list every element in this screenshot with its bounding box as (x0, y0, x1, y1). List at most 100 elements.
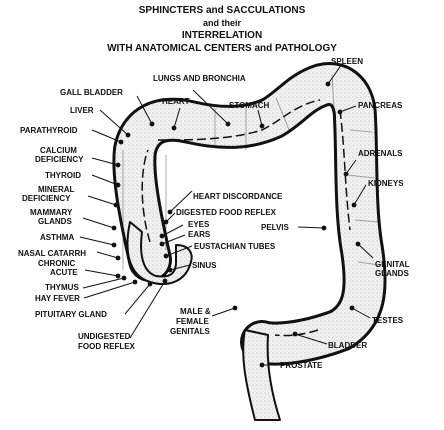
leader-asthma (79, 236, 115, 246)
label-gall-bladder: GALL BLADDER (60, 88, 123, 97)
labels: SPLEEN LUNGS AND BRONCHIA GALL BLADDER H… (18, 57, 410, 370)
label-thyroid: THYROID (45, 171, 81, 180)
dot-ears (159, 241, 165, 247)
label-male-female-3: GENITALS (170, 327, 211, 336)
colon-outline (112, 62, 387, 421)
label-calcium-1: CALCIUM (40, 146, 77, 155)
dot-eyes (159, 233, 165, 239)
label-sinus: SINUS (192, 261, 217, 270)
label-hay-fever: HAY FEVER (35, 294, 80, 303)
leader-heart (173, 107, 181, 129)
dot-heart-discordance (167, 209, 173, 215)
label-eyes: EYES (188, 220, 210, 229)
leader-mineral (87, 195, 117, 206)
label-thymus: THYMUS (45, 283, 79, 292)
dot-kidneys (351, 202, 357, 208)
dot-male-female (232, 305, 238, 311)
label-eustachian: EUSTACHIAN TUBES (194, 242, 276, 251)
label-mammary-2: GLANDS (38, 217, 72, 226)
leader-testes (351, 307, 371, 319)
label-lungs-bronchia: LUNGS AND BRONCHIA (153, 74, 246, 83)
label-adrenals: ADRENALS (358, 149, 403, 158)
label-testes: TESTES (372, 316, 404, 325)
label-liver: LIVER (70, 106, 94, 115)
leader-heart-discordance (169, 190, 193, 213)
label-parathyroid: PARATHYROID (20, 126, 78, 135)
label-asthma: ASTHMA (40, 233, 74, 242)
dot-genital-glands (355, 241, 361, 247)
leader-undigested (129, 280, 166, 339)
dot-bladder (292, 331, 298, 337)
dot-sinus (167, 267, 173, 273)
label-heart-discordance: HEART DISCORDANCE (193, 192, 283, 201)
dot-calcium (115, 162, 121, 168)
dot-stomach (259, 123, 265, 129)
label-mineral-2: DEFICIENCY (22, 194, 71, 203)
dot-prostate (259, 362, 265, 368)
leader-pelvis (297, 226, 325, 229)
label-heart: HEART (162, 97, 190, 106)
label-pituitary: PITUITARY GLAND (35, 310, 107, 319)
label-undigested-1: UNDIGESTED (78, 332, 131, 341)
label-prostate: PROSTATE (280, 361, 323, 370)
label-spleen: SPLEEN (331, 57, 363, 66)
dot-eustachian (163, 253, 169, 259)
label-bladder: BLADDER (328, 341, 367, 350)
leader-thymus (82, 277, 125, 289)
leader-hay-fever (83, 281, 136, 299)
leader-sinus (169, 264, 191, 271)
leader-liver (99, 109, 129, 136)
dot-mammary (111, 225, 117, 231)
leader-parathyroid (91, 129, 122, 143)
dot-thymus (121, 275, 127, 281)
label-mineral-1: MINERAL (38, 185, 75, 194)
dot-asthma (111, 242, 117, 248)
dot-hay-fever (132, 279, 138, 285)
dot-parathyroid (118, 139, 124, 145)
dot-adrenals (343, 171, 349, 177)
leader-thyroid (91, 174, 119, 186)
dot-nasal (115, 255, 121, 261)
label-acute: ACUTE (50, 268, 78, 277)
dot-liver (125, 132, 131, 138)
leader-genital-glands (357, 243, 374, 259)
label-genital-glands-1: GENITAL (375, 260, 410, 269)
label-genital-glands-2: GLANDS (375, 269, 409, 278)
label-stomach: STOMACH (229, 101, 270, 110)
dot-lungs (225, 121, 231, 127)
leader-mammary (82, 217, 115, 229)
leader-eustachian (165, 245, 193, 257)
label-nasal: NASAL CATARRH (18, 249, 86, 258)
dot-digested (163, 219, 169, 225)
leader-kidneys (353, 184, 367, 206)
dot-mineral (113, 202, 119, 208)
label-male-female-1: MALE & (180, 307, 211, 316)
reflex-dots (111, 81, 361, 368)
leader-male-female (211, 307, 236, 317)
dot-gall-bladder (149, 121, 155, 127)
leader-gall-bladder (136, 95, 153, 125)
label-calcium-2: DEFICIENCY (35, 155, 84, 164)
dot-pituitary (147, 281, 153, 287)
leader-acute (84, 269, 119, 277)
leader-ears (161, 234, 186, 245)
label-ears: EARS (188, 230, 211, 239)
label-kidneys: KIDNEYS (368, 179, 404, 188)
dot-pelvis (321, 225, 327, 231)
leader-spleen (327, 63, 343, 85)
dot-pancreas (337, 109, 343, 115)
dot-testes (349, 305, 355, 311)
title-line-2: and their (202, 18, 241, 28)
leader-stomach (257, 109, 263, 127)
label-male-female-2: FEMALE (176, 317, 210, 326)
label-chronic: CHRONIC (38, 259, 76, 268)
label-mammary-1: MAMMARY (30, 208, 73, 217)
leader-pancreas (339, 105, 357, 113)
title-line-1: SPHINCTERS and SACCULATIONS (138, 5, 306, 16)
leader-pituitary (124, 283, 151, 315)
leader-lines (79, 63, 374, 366)
leader-nasal (96, 251, 119, 259)
title-line-4: WITH ANATOMICAL CENTERS and PATHOLOGY (107, 43, 337, 54)
